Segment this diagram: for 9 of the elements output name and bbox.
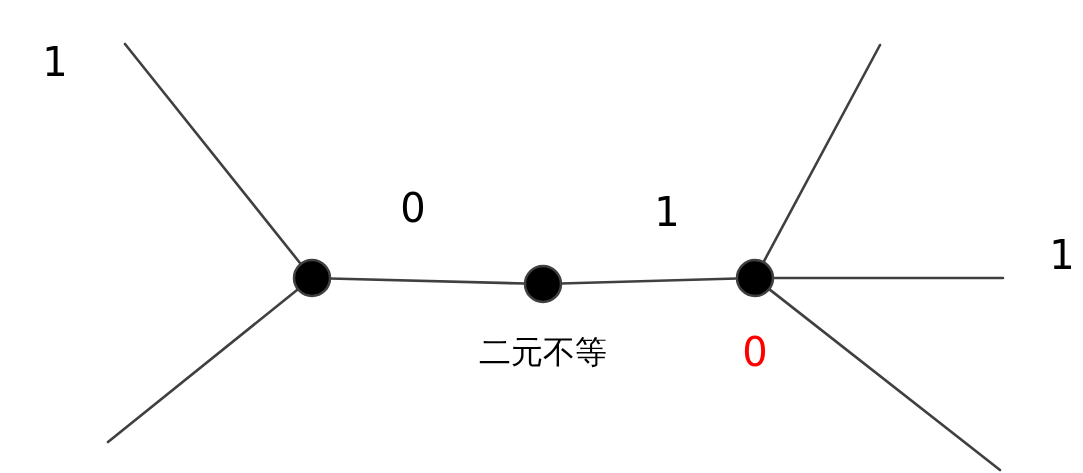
- line: [767, 287, 1002, 472]
- line: [123, 42, 303, 266]
- dot: [292, 258, 332, 298]
- dot: [735, 258, 775, 298]
- line: [771, 276, 1005, 280]
- line: [106, 287, 300, 444]
- dot: [523, 264, 563, 304]
- node-caption: 二元不等: [479, 336, 607, 368]
- node-caption: 0: [742, 332, 768, 372]
